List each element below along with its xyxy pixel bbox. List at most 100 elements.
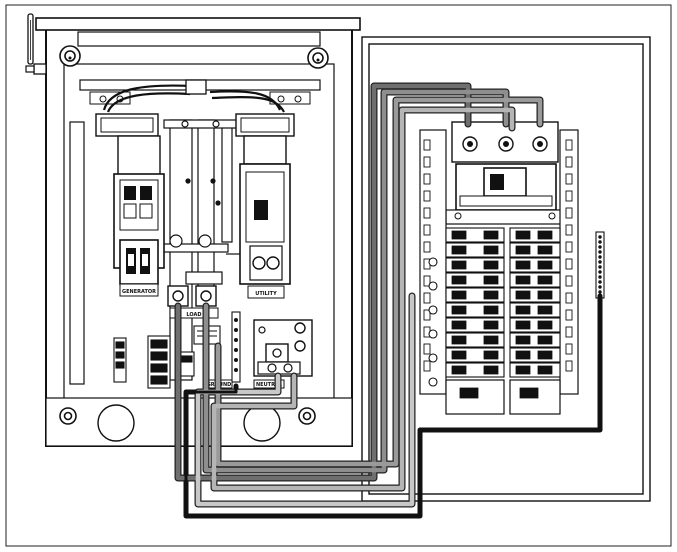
control-modules — [113, 325, 221, 389]
breaker-toggle — [537, 305, 553, 315]
breaker-toggle — [515, 335, 531, 345]
breaker-toggle — [515, 350, 531, 360]
breaker-toggle — [451, 365, 467, 375]
breaker-toggle — [483, 230, 499, 240]
rail-knockout — [428, 353, 438, 363]
feeder-wires — [174, 82, 603, 519]
neutral-screw — [598, 240, 602, 244]
breaker-toggle — [483, 320, 499, 330]
rail-tab — [565, 343, 573, 355]
breaker-toggle — [537, 335, 553, 345]
breaker-toggle — [537, 230, 553, 240]
rail-tab — [565, 326, 573, 338]
breaker-toggle — [483, 275, 499, 285]
rail-tab — [423, 275, 431, 287]
breaker-toggle — [537, 290, 553, 300]
blank-slot-tab — [519, 387, 539, 399]
rail-tab — [423, 173, 431, 185]
breaker-toggle — [483, 290, 499, 300]
knockout-left — [97, 404, 135, 442]
breaker-toggle — [483, 245, 499, 255]
rail-tab — [423, 360, 431, 372]
mounting-hole-top-right — [307, 47, 329, 69]
breaker-toggle — [483, 350, 499, 360]
mounting-hole-bottom-left — [59, 407, 77, 425]
rail-tab — [423, 139, 431, 151]
neutral-screw — [598, 255, 602, 259]
rail-tab — [423, 241, 431, 253]
breaker-toggle — [515, 320, 531, 330]
breaker-toggle — [537, 365, 553, 375]
knockout-right — [243, 404, 281, 442]
neutral-label: NEUTRAL — [256, 382, 283, 388]
rail-tab — [565, 241, 573, 253]
breaker-toggle — [451, 245, 467, 255]
breaker-toggle — [451, 275, 467, 285]
rail-knockout — [428, 377, 438, 387]
antenna-icon — [25, 13, 47, 75]
breaker-toggle — [451, 305, 467, 315]
main-breaker — [445, 121, 565, 225]
control-wires — [102, 79, 285, 113]
rail-tab — [565, 309, 573, 321]
breaker-toggle — [451, 260, 467, 270]
rail-tab — [565, 190, 573, 202]
neutral-screw — [598, 290, 602, 294]
rail-tab — [423, 207, 431, 219]
neutral-screw — [598, 250, 602, 254]
wire-neutral-2 — [195, 293, 415, 507]
breaker-bank — [419, 129, 579, 415]
blank-slot-tab — [459, 387, 479, 399]
neutral-screw — [598, 270, 602, 274]
neutral-screw — [598, 265, 602, 269]
wire-ground — [184, 294, 602, 518]
breaker-toggle — [515, 260, 531, 270]
rail-tab — [565, 207, 573, 219]
neutral-screw — [598, 280, 602, 284]
neutral-screw — [598, 275, 602, 279]
rail-tab — [565, 224, 573, 236]
breaker-toggle — [515, 230, 531, 240]
breaker-toggle — [515, 275, 531, 285]
breaker-toggle — [537, 260, 553, 270]
breaker-toggle — [451, 335, 467, 345]
breaker-toggle — [451, 320, 467, 330]
load-label: LOAD — [186, 312, 201, 318]
rail-tab — [423, 292, 431, 304]
utility-breaker: UTILITY — [226, 113, 295, 299]
breaker-toggle — [451, 350, 467, 360]
breaker-toggle — [537, 350, 553, 360]
rail-knockout — [428, 257, 438, 267]
mounting-hole-top-left — [59, 45, 81, 67]
wire-l2 — [203, 89, 509, 473]
rail-tab — [565, 139, 573, 151]
rail-tab — [565, 173, 573, 185]
breaker-toggle — [451, 230, 467, 240]
breaker-toggle — [451, 290, 467, 300]
breaker-toggle — [483, 260, 499, 270]
rail-tab — [423, 343, 431, 355]
rail-tab — [565, 258, 573, 270]
rail-knockout — [428, 281, 438, 291]
breaker-toggle — [483, 305, 499, 315]
mounting-hole-bottom-right — [298, 407, 316, 425]
breaker-toggle — [483, 365, 499, 375]
neutral-screw — [598, 285, 602, 289]
neutral-block: NEUTRAL — [253, 319, 313, 389]
rail-tab — [423, 190, 431, 202]
rail-tab — [423, 309, 431, 321]
breaker-toggle — [515, 290, 531, 300]
breaker-toggle — [515, 245, 531, 255]
rail-tab — [565, 275, 573, 287]
generator-contactor: GENERATOR — [95, 113, 165, 297]
panel-neutral-bar — [595, 231, 605, 299]
breaker-toggle — [537, 275, 553, 285]
breaker-toggle — [515, 365, 531, 375]
breaker-toggle — [537, 320, 553, 330]
neutral-screw — [598, 260, 602, 264]
generator-label: GENERATOR — [122, 289, 156, 295]
rail-tab — [565, 156, 573, 168]
rail-tab — [565, 360, 573, 372]
neutral-screw — [598, 245, 602, 249]
